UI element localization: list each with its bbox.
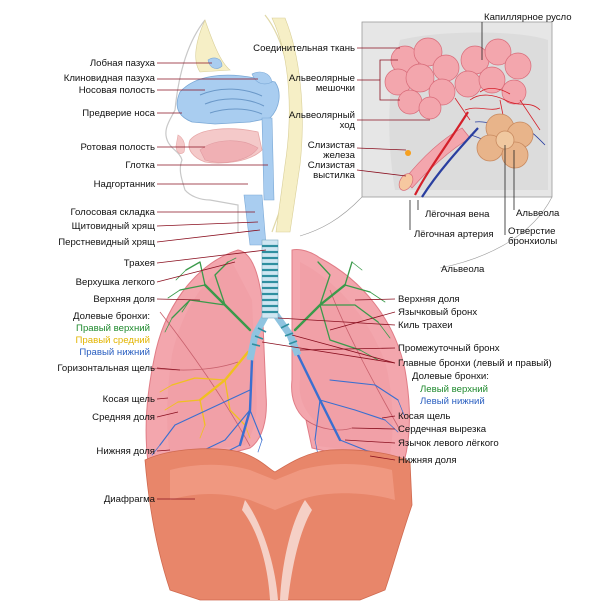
diaphragm-highlight [170, 464, 395, 510]
horizontal-fissure-line [149, 361, 239, 371]
nasal-cavity-shape [176, 74, 280, 125]
label-upper-lobe-right: Верхняя доля [93, 294, 155, 305]
label-pulmonary-vein: Лёгочная вена [425, 209, 490, 220]
label-mucous-lining-line2: выстилка [313, 170, 356, 181]
label-mucous-lining-line1: Слизистая [308, 160, 355, 171]
larynx [243, 194, 267, 246]
label-alveolus-inset: Альвеола [516, 208, 560, 219]
label-connective-tissue: Соединительная ткань [253, 43, 355, 54]
inset-zoom-line-2 [439, 196, 553, 269]
pharynx-tube [261, 117, 275, 201]
label-pulmonary-artery: Лёгочная артерия [414, 229, 494, 240]
label-bronchiole-opening-line2: бронхиолы [508, 236, 557, 247]
label-epiglottis: Надгортанник [94, 179, 156, 190]
labels-right: Альвеола Верхняя доля Язычковый бронх Ки… [398, 264, 552, 466]
label-carina: Киль трахеи [398, 320, 453, 331]
label-left-upper-bronchus: Левый верхний [420, 384, 488, 395]
label-mucous-gland-line2: железа [323, 150, 356, 161]
label-nasal-cavity: Носовая полость [79, 85, 155, 96]
lips [175, 134, 186, 154]
label-thyroid-cartilage: Щитовидный хрящ [72, 221, 155, 232]
label-main-bronchi: Главные бронхи (левый и правый) [398, 358, 552, 369]
label-horizontal-fissure: Горизонтальная щель [57, 363, 155, 374]
label-cardiac-notch: Сердечная вырезка [398, 424, 487, 435]
frontal-sinus-shape [207, 57, 223, 69]
alveolar-sac-cluster-left [384, 37, 460, 120]
label-intermediate-bronchus: Промежуточный бронх [398, 343, 500, 354]
mucous-gland-dot [405, 150, 412, 156]
leader-lines [156, 22, 515, 500]
skull-front [195, 19, 231, 73]
label-frontal-sinus: Лобная пазуха [90, 58, 156, 69]
pulmonary-vein-vessel [421, 127, 479, 198]
label-lobar-bronchi-left: Долевые бронхи: [412, 371, 489, 382]
label-upper-lobe-left: Верхняя доля [398, 294, 460, 305]
alveolus-section [476, 113, 534, 169]
nasal-turbinates [199, 88, 265, 115]
right-oblique-fissure-line [159, 311, 251, 447]
trachea-tube [261, 239, 279, 319]
label-lobar-bronchi-right: Долевые бронхи: [73, 311, 150, 322]
tongue [199, 140, 259, 163]
right-lung-inner-shade [167, 262, 257, 455]
label-alveolus: Альвеола [441, 264, 485, 275]
label-mucous-gland-line1: Слизистая [308, 140, 355, 151]
pulmonary-artery-vessel [414, 111, 469, 196]
bronchiole-end [398, 173, 414, 191]
label-alveolar-duct-line1: Альвеолярный [289, 110, 355, 121]
labels-inset: Соединительная ткань Альвеолярные мешочк… [253, 12, 571, 247]
label-sphenoid-sinus: Клиновидная пазуха [64, 73, 156, 84]
cardiac-notch-shape [305, 419, 353, 431]
label-alveolar-sacs-line2: мешочки [316, 83, 355, 94]
label-oblique-fissure-left: Косая щель [398, 411, 450, 422]
label-lower-lobe-left: Нижняя доля [398, 455, 457, 466]
spine [271, 17, 303, 233]
labels-left: Лобная пазуха Клиновидная пазуха Носовая… [57, 58, 155, 505]
label-bronchiole-opening-line1: Отверстие [508, 226, 555, 237]
bronchi-left-upper [293, 261, 391, 361]
label-lung-apex: Верхушка легкого [76, 277, 155, 288]
main-bronchus-right [246, 313, 270, 361]
label-trachea: Трахея [124, 258, 155, 269]
label-vocal-fold: Голосовая складка [70, 207, 155, 218]
label-lingula: Язычок левого лёгкого [398, 438, 499, 449]
diaphragm-center [242, 500, 312, 600]
label-oblique-fissure-right: Косая щель [103, 394, 155, 405]
diaphragm-group [144, 448, 413, 601]
label-alveolar-sacs-line1: Альвеолярные [289, 73, 355, 84]
label-oral-cavity: Ротовая полость [81, 142, 155, 153]
head-section [165, 14, 303, 246]
alveoli-inset [299, 21, 553, 269]
label-capillary-bed: Капиллярное русло [484, 12, 572, 23]
label-right-upper-bronchus: Правый верхний [76, 323, 150, 334]
label-right-middle-bronchus: Правый средний [76, 335, 150, 346]
main-bronchus-left [273, 312, 302, 357]
label-cricoid-cartilage: Перстневидный хрящ [58, 237, 155, 248]
inset-zoom-line-1 [299, 196, 363, 237]
sphenoid-sinus-shape [251, 71, 273, 85]
label-lower-lobe-right: Нижняя доля [96, 446, 155, 457]
trachea-rings [262, 244, 278, 314]
label-diaphragm: Диафрагма [104, 494, 156, 505]
label-lingular-bronchus: Язычковый бронх [398, 307, 477, 318]
bronchi-right-middle [159, 350, 251, 439]
label-alveolar-duct-line2: ход [340, 120, 356, 131]
bronchi-right-upper [164, 257, 252, 333]
bronchi-rings [251, 323, 298, 347]
alveolar-sac-cluster-right [454, 38, 532, 105]
label-middle-lobe: Средняя доля [92, 412, 155, 423]
label-nasal-vestibule: Предверие носа [82, 108, 155, 119]
label-right-lower-bronchus: Правый нижний [79, 347, 150, 358]
label-left-lower-bronchus: Левый нижний [420, 396, 485, 407]
head-outline [165, 19, 239, 232]
left-oblique-fissure-line [329, 289, 401, 431]
label-pharynx: Глотка [125, 160, 155, 171]
